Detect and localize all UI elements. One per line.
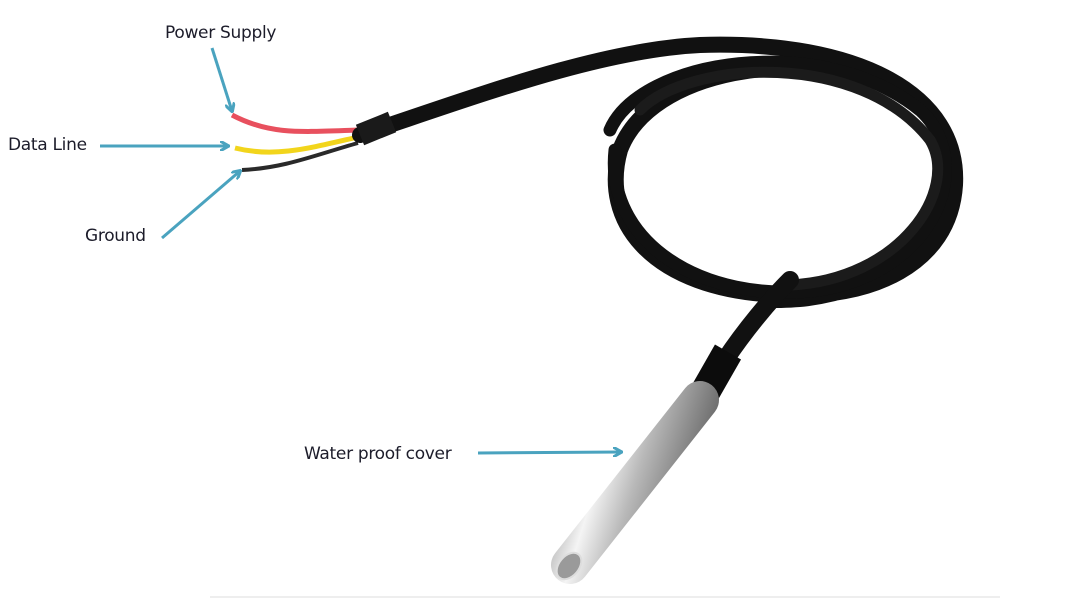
- cable: [352, 36, 964, 369]
- cover-arrow: [477, 452, 621, 453]
- ground-label: Ground: [85, 226, 146, 246]
- probe-tip: [555, 551, 583, 581]
- steel-probe: [551, 381, 719, 584]
- water-proof-cover-label: Water proof cover: [304, 444, 452, 464]
- ground-arrow: [161, 171, 240, 240]
- power-supply-label: Power Supply: [165, 23, 277, 43]
- cable-sheath: [355, 111, 397, 146]
- data-line-label: Data Line: [8, 135, 87, 155]
- power-arrow: [210, 47, 232, 111]
- black-wire: [241, 141, 359, 172]
- red-wire: [230, 112, 359, 134]
- yellow-wire: [234, 134, 359, 155]
